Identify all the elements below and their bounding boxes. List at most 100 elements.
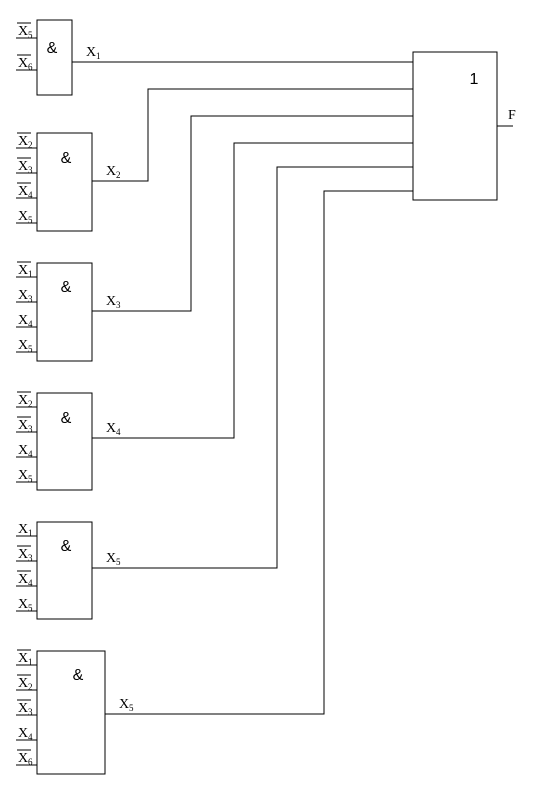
and-gate-3-output-label-letter: X — [106, 294, 116, 309]
and-gate-2-output-wire — [92, 88, 413, 182]
and-gate-2-symbol: & — [61, 150, 72, 167]
and-gate-2-input-3-label-letter: X — [18, 184, 28, 199]
and-gate-2-output-label-index: 2 — [116, 170, 121, 180]
and-gate-3 — [36, 262, 93, 362]
and-gate-1-output-label-letter: X — [86, 45, 96, 60]
and-gate-1-input-1-label-index: 5 — [28, 30, 33, 40]
and-gate-6-output-label-letter: X — [119, 697, 129, 712]
and-gate-3-input-3-label-letter: X — [18, 313, 28, 328]
and-gate-4-input-2-label-letter: X — [18, 418, 28, 433]
and-gate-4-input-1-label-letter: X — [18, 393, 28, 408]
and-gate-5 — [36, 521, 93, 620]
and-gate-5-input-4-label-letter: X — [18, 597, 28, 612]
and-gate-1-symbol: & — [47, 40, 58, 57]
and-gate-3-output-label-index: 3 — [116, 300, 121, 310]
and-gate-6-symbol: & — [73, 667, 84, 684]
and-gate-5-input-4-label-index: 5 — [28, 603, 33, 613]
and-gate-6-input-4-label-letter: X — [18, 726, 28, 741]
and-gate-4-input-3-label-index: 4 — [28, 449, 33, 459]
and-gate-5-input-3-label-index: 4 — [28, 578, 33, 588]
and-gate-1-output-label-index: 1 — [96, 51, 101, 61]
and-gate-3-input-4-label-letter: X — [18, 338, 28, 353]
and-gate-4-input-4-label-letter: X — [18, 468, 28, 483]
and-gate-6-input-1-label-index: 1 — [28, 657, 33, 667]
and-gate-5-input-1-label-letter: X — [18, 522, 28, 537]
and-gate-5-input-1-label-index: 1 — [28, 528, 33, 538]
and-gate-6-input-2-label-index: 2 — [28, 682, 33, 692]
and-gate-6-input-3-label-letter: X — [18, 701, 28, 716]
and-gate-4-input-2-label-index: 3 — [28, 424, 33, 434]
and-gate-3-output-wire — [92, 115, 413, 312]
and-gate-2-input-1-label-index: 2 — [28, 140, 33, 150]
and-gate-3-input-2-label-letter: X — [18, 288, 28, 303]
and-gate-5-input-3-label-letter: X — [18, 572, 28, 587]
and-gate-2-input-3-label-index: 4 — [28, 190, 33, 200]
and-gate-1-input-2-label-letter: X — [18, 56, 28, 71]
and-gate-5-output-label-index: 5 — [116, 557, 121, 567]
and-gate-4-output-label-index: 4 — [116, 427, 121, 437]
and-gate-5-output-label-letter: X — [106, 551, 116, 566]
or-gate — [412, 51, 498, 201]
and-gate-6-output-label-index: 5 — [129, 703, 134, 713]
and-gate-2 — [36, 132, 93, 232]
and-gate-4-symbol: & — [61, 410, 72, 427]
and-gate-6-output-wire — [105, 190, 413, 715]
or-gate-output-label: F — [508, 108, 516, 123]
and-gate-6 — [36, 650, 106, 775]
gates-layer — [36, 19, 498, 775]
and-gate-4 — [36, 392, 93, 491]
and-gate-1-input-2-label-index: 6 — [28, 62, 33, 72]
and-gate-5-output-wire — [92, 166, 413, 569]
and-gate-1-input-1-label-letter: X — [18, 24, 28, 39]
and-gate-3-input-1-label-index: 1 — [28, 269, 33, 279]
and-gate-4-input-3-label-letter: X — [18, 443, 28, 458]
and-gate-6-input-2-label-letter: X — [18, 676, 28, 691]
and-gate-5-symbol: & — [61, 538, 72, 555]
and-gate-6-input-5-label-letter: X — [18, 751, 28, 766]
and-gate-2-input-2-label-letter: X — [18, 159, 28, 174]
and-gate-3-input-2-label-index: 3 — [28, 294, 33, 304]
and-gate-3-input-1-label-letter: X — [18, 263, 28, 278]
and-gate-2-input-1-label-letter: X — [18, 134, 28, 149]
and-gate-6-input-1-label-letter: X — [18, 651, 28, 666]
and-gate-5-input-2-label-index: 3 — [28, 553, 33, 563]
and-gate-3-input-4-label-index: 5 — [28, 344, 33, 354]
and-gate-3-symbol: & — [61, 279, 72, 296]
and-gate-2-input-4-label-letter: X — [18, 209, 28, 224]
and-gate-2-input-4-label-index: 5 — [28, 215, 33, 225]
or-gate-symbol: 1 — [470, 71, 479, 88]
and-gate-6-input-4-label-index: 4 — [28, 732, 33, 742]
and-gate-2-input-2-label-index: 3 — [28, 165, 33, 175]
and-gate-2-output-label-letter: X — [106, 164, 116, 179]
and-gate-6-input-5-label-index: 6 — [28, 757, 33, 767]
and-gate-4-output-wire — [92, 142, 413, 439]
and-gate-6-input-3-label-index: 3 — [28, 707, 33, 717]
